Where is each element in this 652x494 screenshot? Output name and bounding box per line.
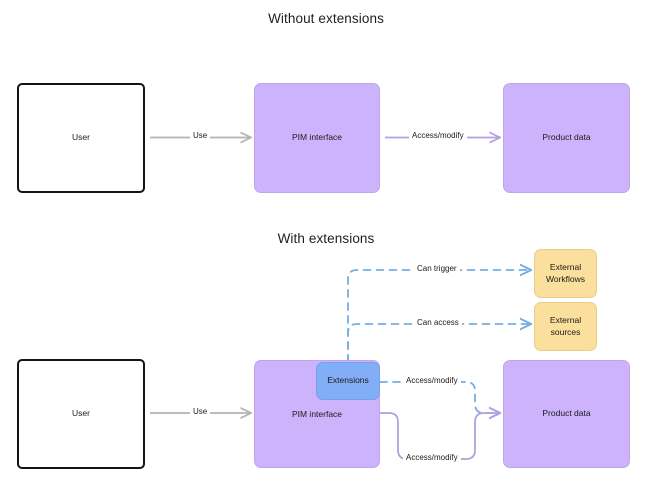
node-top-user[interactable]: User — [17, 83, 145, 193]
edge-label-pim-access-modify: Access/modify — [403, 453, 461, 462]
section-title-with-extensions: With extensions — [277, 231, 375, 246]
edge-label-ext-access-modify: Access/modify — [403, 376, 461, 385]
node-bottom-product-label: Product data — [542, 408, 591, 419]
node-bottom-user[interactable]: User — [17, 359, 145, 469]
edge-ext-to-product — [379, 381, 499, 413]
edge-ext-to-workflows — [347, 270, 530, 363]
edge-label-bottom-use: Use — [190, 407, 211, 416]
node-top-product-data[interactable]: Product data — [503, 83, 630, 193]
node-extensions[interactable]: Extensions — [316, 362, 380, 400]
node-top-product-label: Product data — [542, 132, 591, 143]
node-top-pim-interface[interactable]: PIM interface — [254, 83, 380, 193]
section-title-without-extensions: Without extensions — [268, 11, 384, 26]
node-external-workflows[interactable]: External Workflows — [534, 249, 597, 298]
node-external-sources[interactable]: External sources — [534, 302, 597, 351]
node-top-pim-label: PIM interface — [291, 132, 343, 143]
node-external-workflows-label-line2: Workflows — [545, 273, 586, 284]
node-external-sources-label-line1: External — [549, 315, 582, 326]
node-bottom-product-data[interactable]: Product data — [503, 360, 630, 468]
node-top-user-label: User — [72, 132, 90, 143]
node-external-sources-label-line2: sources — [550, 326, 581, 337]
node-bottom-user-label: User — [72, 408, 90, 419]
edge-label-top-access-modify: Access/modify — [409, 131, 467, 140]
edge-label-can-trigger: Can trigger — [414, 264, 460, 273]
edge-label-can-access: Can access — [414, 318, 462, 327]
edge-label-top-use: Use — [190, 131, 211, 140]
edge-ext-to-sources — [347, 324, 530, 363]
node-external-workflows-label-line1: External — [549, 262, 582, 273]
node-bottom-pim-label: PIM interface — [291, 409, 343, 419]
node-extensions-label: Extensions — [327, 375, 369, 386]
